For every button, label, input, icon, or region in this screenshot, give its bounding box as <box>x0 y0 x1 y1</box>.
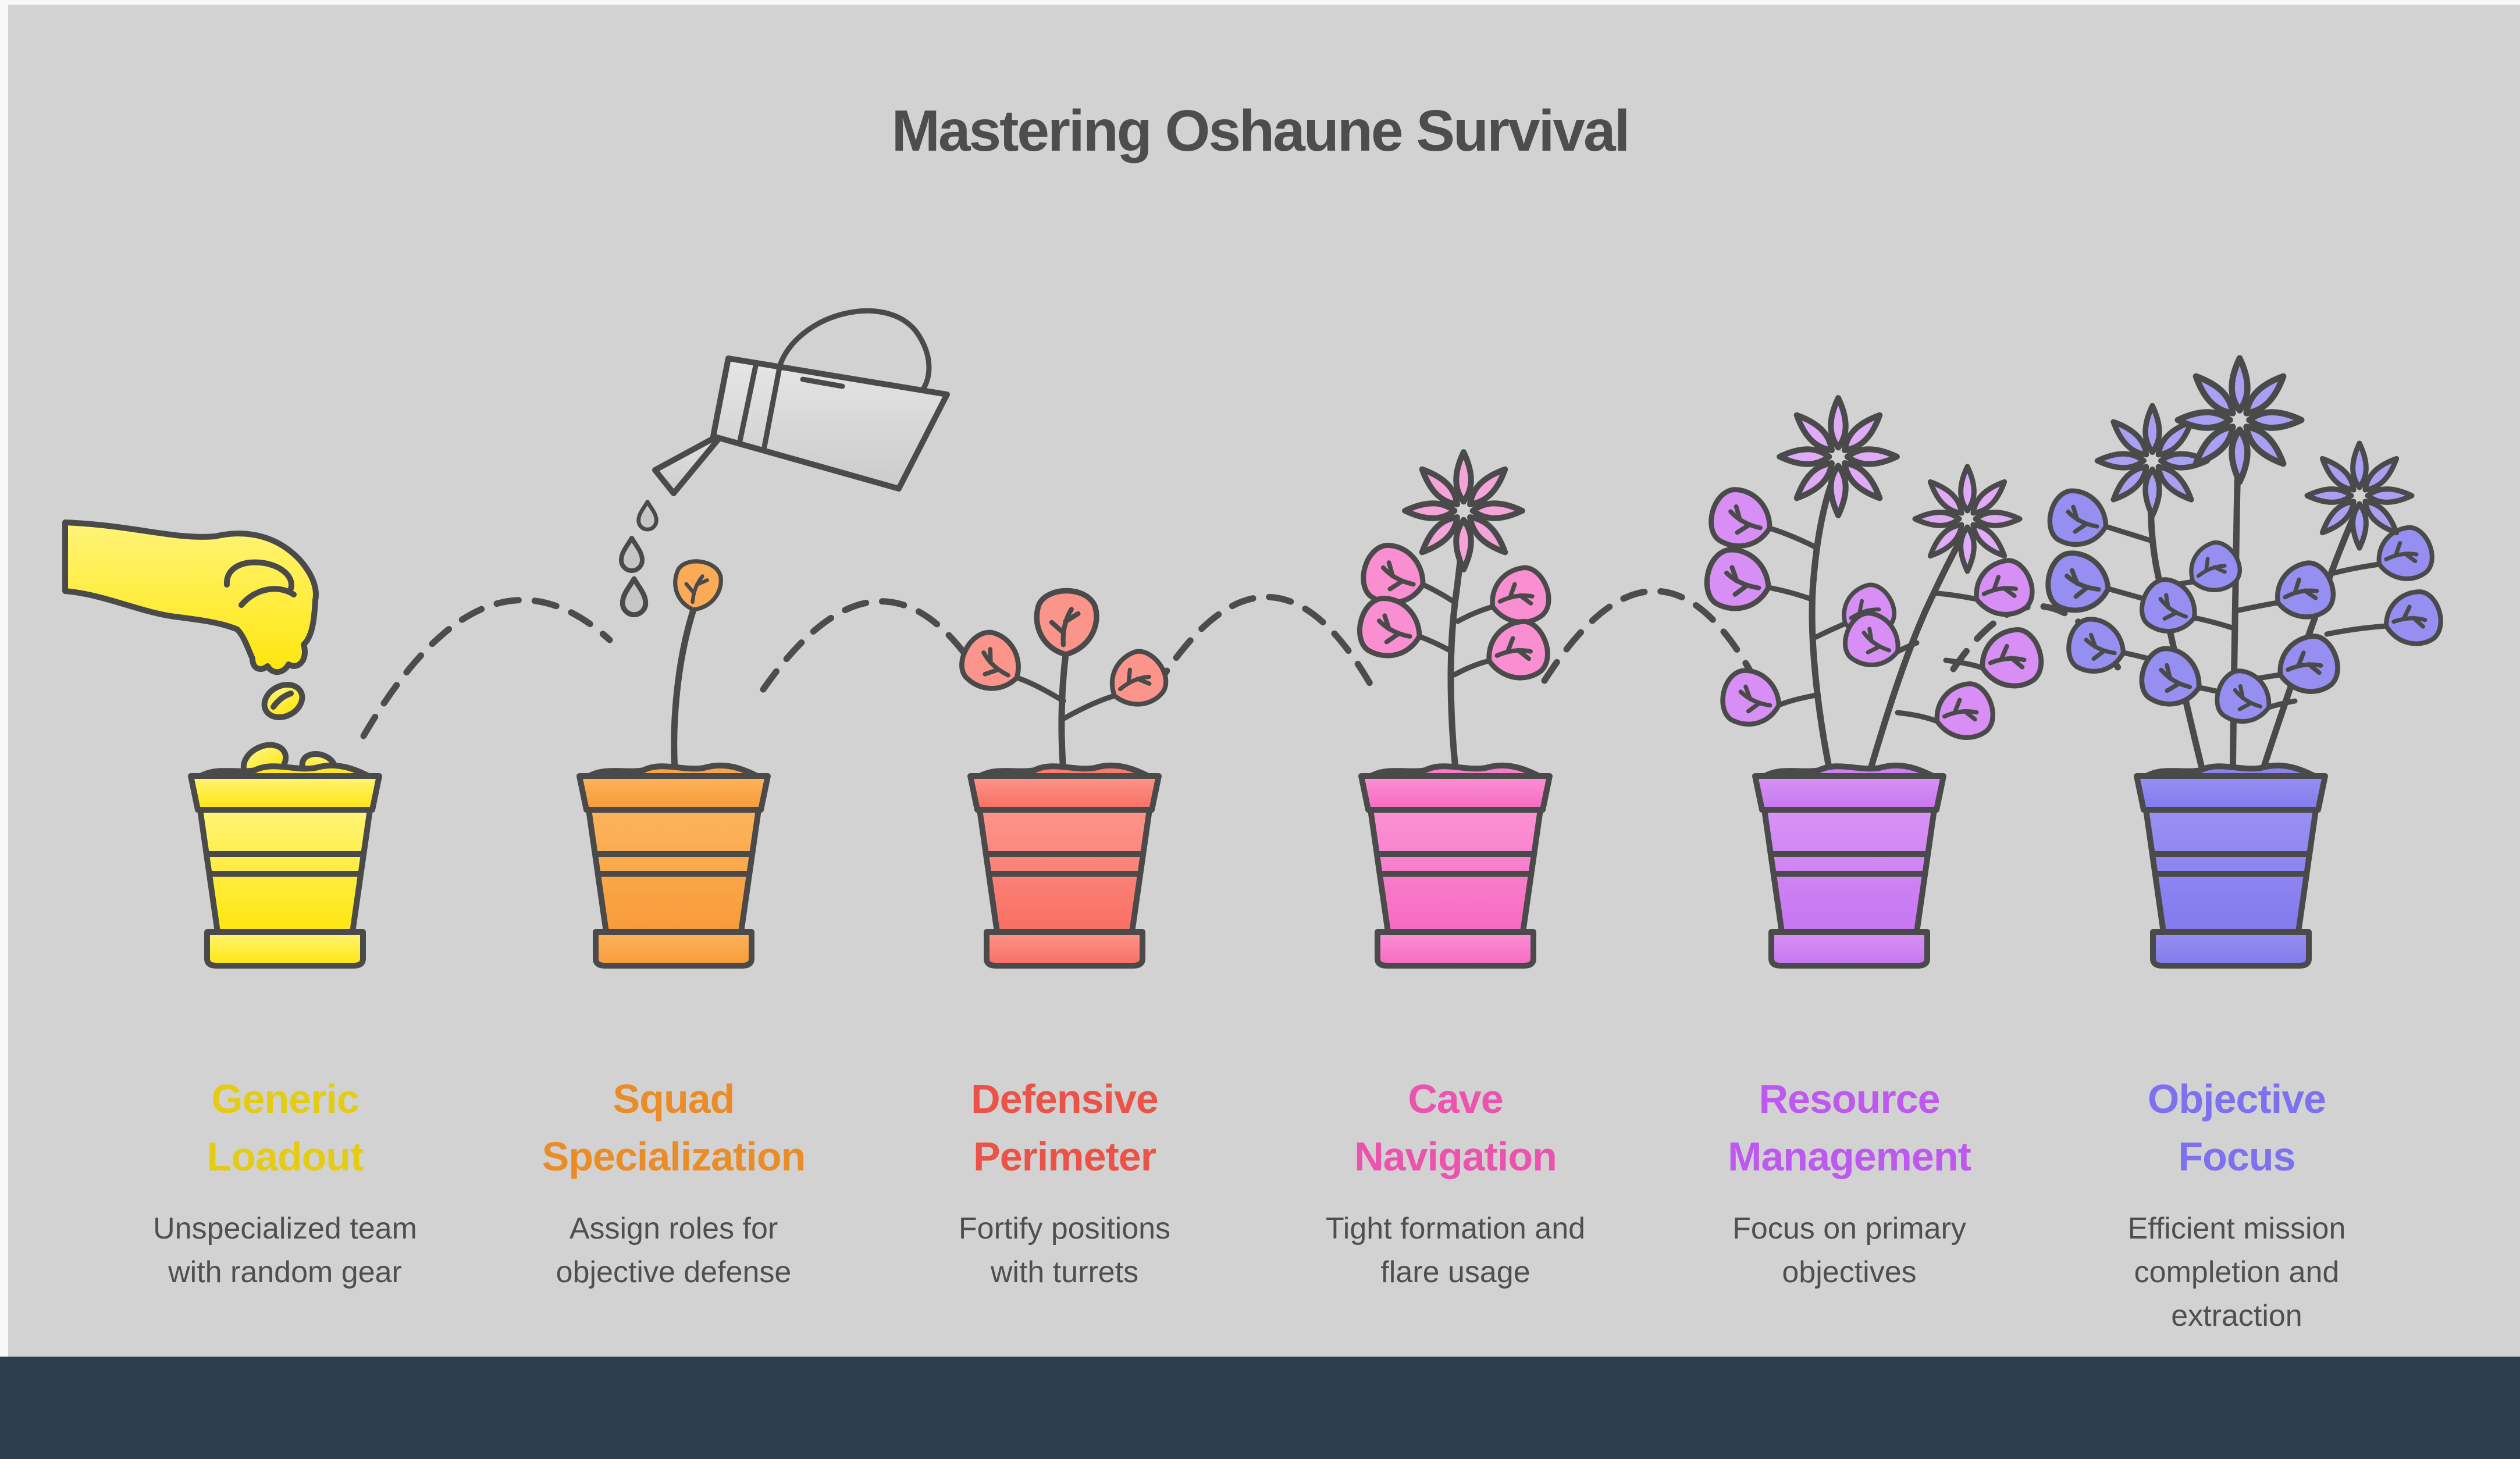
footer-bar <box>0 1357 2520 1459</box>
dashed-arc-3 <box>1151 593 1375 693</box>
stage-label-squad-specialization: Squad Specialization Assign roles for ob… <box>487 1070 860 1294</box>
seedling-icon <box>953 590 1174 788</box>
stage-heading: Cave Navigation <box>1354 1076 1557 1180</box>
flowering-plant-icon <box>1353 452 1556 788</box>
stage-heading: Generic Loadout <box>207 1076 364 1180</box>
stage-description: Fortify positions with turrets <box>958 1211 1171 1289</box>
watering-can-icon <box>652 308 950 496</box>
pot-2 <box>579 776 768 966</box>
stage-description: Assign roles for objective defense <box>556 1211 792 1289</box>
pot-3 <box>970 776 1159 966</box>
sprout-icon <box>671 558 724 788</box>
water-drops <box>621 502 656 615</box>
stage-heading: Objective Focus <box>2147 1076 2326 1180</box>
falling-seed-icon <box>261 682 305 720</box>
stage-description: Tight formation and flare usage <box>1325 1211 1586 1289</box>
stage-label-generic-loadout: Generic Loadout Unspecialized team with … <box>99 1070 471 1294</box>
full-bloom-plant-icon <box>2043 358 2446 788</box>
stage-description: Efficient mission completion and extract… <box>2127 1211 2346 1333</box>
stage-description: Focus on primary objectives <box>1732 1211 1966 1289</box>
pot-1 <box>191 776 379 966</box>
stage-heading: Defensive Perimeter <box>971 1076 1159 1180</box>
stage-3-art <box>953 590 1174 966</box>
stage-4-art <box>1353 452 1556 966</box>
stage-1-art <box>62 519 379 966</box>
page-title: Mastering Oshaune Survival <box>891 98 1631 163</box>
dashed-arc-4 <box>1541 588 1759 684</box>
stage-5-art <box>1701 398 2047 966</box>
stage-heading: Squad Specialization <box>542 1076 806 1180</box>
stage-label-resource-management: Resource Management Focus on primary obj… <box>1663 1070 2035 1294</box>
stage-2-art <box>579 308 950 966</box>
pot-4 <box>1361 776 1550 966</box>
stage-6-art <box>2043 358 2446 966</box>
double-bloom-plant-icon <box>1701 398 2047 788</box>
stage-label-objective-focus: Objective Focus Efficient mission comple… <box>2051 1070 2423 1337</box>
pot-6 <box>2137 776 2325 966</box>
stage-heading: Resource Management <box>1728 1076 1971 1180</box>
dashed-arc-5 <box>1950 603 2127 679</box>
seed-hand-icon <box>62 519 319 675</box>
pot-5 <box>1755 776 1944 966</box>
stage-label-defensive-perimeter: Defensive Perimeter Fortify positions wi… <box>878 1070 1251 1294</box>
dashed-arc-1 <box>360 597 613 739</box>
dashed-arc-2 <box>760 598 994 696</box>
stage-label-cave-navigation: Cave Navigation Tight formation and flar… <box>1269 1070 1642 1294</box>
stage-description: Unspecialized team with random gear <box>153 1211 417 1289</box>
gray-canvas-panel <box>8 5 2520 1357</box>
dashed-connector-arcs <box>360 588 2127 739</box>
